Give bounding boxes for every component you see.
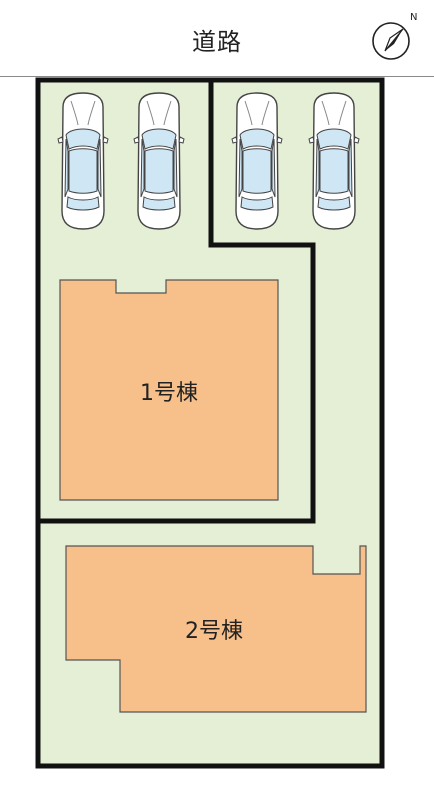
building-2 xyxy=(65,545,367,713)
building-1 xyxy=(59,279,279,501)
car-icon xyxy=(133,92,185,230)
compass-north-label: N xyxy=(410,12,417,23)
parking-space-3 xyxy=(231,92,283,230)
car-icon xyxy=(308,92,360,230)
parking-space-1 xyxy=(57,92,109,230)
compass-icon: N xyxy=(372,12,417,60)
parking-space-4 xyxy=(308,92,360,230)
lot-division-line xyxy=(38,80,316,524)
road-edge-line xyxy=(0,76,434,77)
parking-space-2 xyxy=(133,92,185,230)
building-2-label: 2号棟 xyxy=(185,619,243,644)
car-icon xyxy=(57,92,109,230)
road-label: 道路 xyxy=(192,28,242,56)
building-1-label: 1号棟 xyxy=(140,381,198,406)
car-icon xyxy=(231,92,283,230)
